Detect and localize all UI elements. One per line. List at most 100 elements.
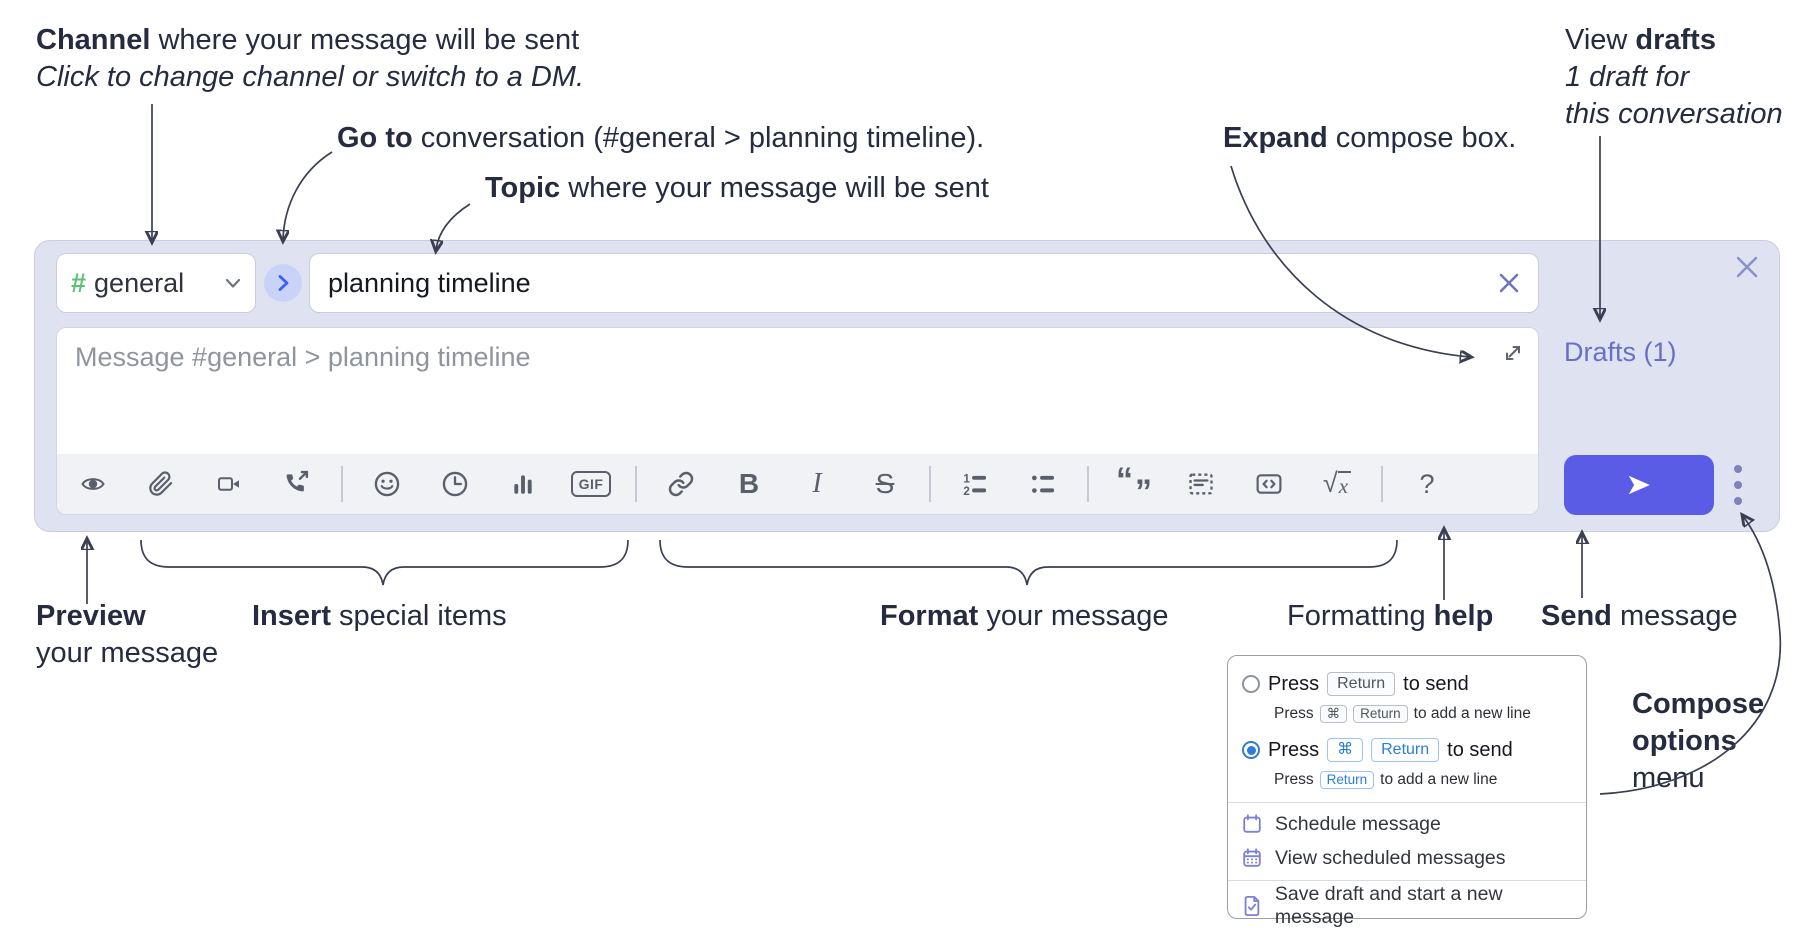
toolbar-divider	[1381, 466, 1383, 502]
new-line-label: to add a new line	[1380, 771, 1498, 788]
goto-note-rest: conversation (#general > planning timeli…	[412, 122, 985, 154]
view-scheduled-messages-item[interactable]: View scheduled messages	[1228, 842, 1586, 874]
schedule-message-item[interactable]: Schedule message	[1228, 808, 1586, 840]
clear-topic-icon[interactable]	[1496, 270, 1522, 296]
strike-label: S	[875, 468, 895, 499]
svg-text:2: 2	[963, 485, 970, 498]
svg-text:1: 1	[963, 472, 970, 485]
press-label: Press	[1268, 672, 1320, 695]
preview-note-bold: Preview	[36, 600, 146, 632]
to-send-label: to send	[1447, 738, 1513, 761]
drafts-note-line2: 1 draft for	[1565, 61, 1690, 93]
menu-item-label: View scheduled messages	[1275, 846, 1506, 869]
channel-selector[interactable]: # general	[56, 253, 256, 313]
option-return-to-send[interactable]: Press Return to send	[1228, 670, 1586, 698]
drafts-link[interactable]: Drafts (1)	[1564, 337, 1677, 367]
goto-note-bold: Go to	[337, 122, 413, 154]
spoiler-icon[interactable]	[1167, 454, 1235, 514]
bold-label: B	[738, 468, 760, 499]
topic-input[interactable]	[326, 266, 1496, 300]
time-icon[interactable]	[421, 454, 489, 514]
return-key: Return	[1327, 672, 1396, 696]
poll-icon[interactable]	[489, 454, 557, 514]
expand-note-rest: compose box.	[1327, 122, 1517, 154]
strikethrough-icon[interactable]: S	[851, 454, 919, 514]
compose-options-button[interactable]	[1723, 455, 1753, 515]
compose-options-note: Compose options menu	[1632, 686, 1764, 797]
expand-icon[interactable]	[1500, 340, 1526, 366]
channel-note-bold: Channel	[36, 24, 151, 56]
calendar-icon	[1243, 814, 1261, 833]
help-note-bold: help	[1433, 600, 1494, 632]
option-cmd-return-to-send[interactable]: Press ⌘ Return to send	[1228, 736, 1586, 764]
video-call-icon[interactable]	[195, 454, 263, 514]
option-cmd-return-subtext: Press Return to add a new line	[1228, 769, 1586, 791]
goto-conversation-button[interactable]	[264, 264, 302, 302]
help-label: ?	[1419, 468, 1435, 499]
insert-brace	[140, 539, 629, 586]
radio-unselected-icon[interactable]	[1242, 675, 1260, 693]
preview-note: Preview your message	[36, 598, 218, 672]
close-icon[interactable]	[1733, 253, 1761, 281]
topic-note: Topic where your message will be sent	[485, 170, 989, 207]
return-key: Return	[1319, 770, 1375, 790]
help-note-pre: Formatting	[1287, 600, 1434, 632]
bold-icon[interactable]: B	[715, 454, 783, 514]
press-label: Press	[1274, 705, 1314, 722]
italic-label: I	[812, 468, 822, 499]
return-key: Return	[1371, 738, 1440, 762]
help-icon[interactable]: ?	[1393, 454, 1461, 514]
send-button[interactable]	[1564, 455, 1714, 515]
new-line-label: to add a new line	[1413, 705, 1531, 722]
compose-options-note-l3: menu	[1632, 762, 1705, 794]
option-return-subtext: Press ⌘ Return to add a new line	[1228, 703, 1586, 725]
gif-icon[interactable]: GIF	[557, 454, 625, 514]
send-note: Send message	[1541, 598, 1738, 635]
drafts-note-pre: View	[1565, 24, 1636, 56]
radio-selected-icon[interactable]	[1242, 741, 1260, 759]
bulleted-list-icon[interactable]	[1009, 454, 1077, 514]
drafts-note-bold: drafts	[1635, 24, 1716, 56]
code-icon[interactable]	[1235, 454, 1303, 514]
topic-note-bold: Topic	[485, 172, 561, 204]
hash-icon: #	[71, 267, 87, 298]
draft-check-icon	[1244, 895, 1260, 917]
audio-call-icon[interactable]	[263, 454, 331, 514]
toolbar-divider	[1087, 466, 1089, 502]
help-note: Formatting help	[1287, 598, 1493, 635]
goto-arrow-icon	[278, 275, 289, 291]
preview-eye-icon[interactable]	[59, 454, 127, 514]
return-key: Return	[1353, 704, 1408, 724]
to-send-label: to send	[1403, 672, 1469, 695]
sqrt-glyph: √	[1322, 467, 1338, 498]
calendar-grid-icon	[1243, 848, 1261, 867]
kebab-menu-icon	[1734, 465, 1742, 505]
topic-note-rest: where your message will be sent	[560, 172, 989, 204]
insert-note-bold: Insert	[252, 600, 331, 632]
save-draft-item[interactable]: Save draft and start a new message	[1228, 883, 1586, 928]
expand-note-bold: Expand	[1223, 122, 1328, 154]
popup-divider	[1228, 880, 1586, 881]
compose-box: # general	[34, 240, 1780, 532]
drafts-note: View drafts 1 draft for this conversatio…	[1565, 22, 1783, 133]
toolbar-divider	[929, 466, 931, 502]
drafts-note-line3: this conversation	[1565, 98, 1783, 130]
math-icon[interactable]: √x	[1303, 454, 1371, 514]
attach-icon[interactable]	[127, 454, 195, 514]
cmd-key: ⌘	[1327, 738, 1364, 762]
message-input[interactable]	[73, 340, 1477, 454]
quote-icon[interactable]: “ ”	[1099, 454, 1167, 514]
toolbar-divider	[635, 466, 637, 502]
format-note-bold: Format	[880, 600, 979, 632]
link-icon[interactable]	[647, 454, 715, 514]
italic-icon[interactable]: I	[783, 454, 851, 514]
math-x-glyph: x	[1337, 470, 1352, 498]
emoji-icon[interactable]	[353, 454, 421, 514]
insert-note: Insert special items	[252, 598, 507, 635]
menu-item-label: Schedule message	[1275, 812, 1441, 835]
channel-name: general	[94, 267, 185, 298]
goto-note: Go to conversation (#general > planning …	[337, 120, 984, 157]
send-plane-icon	[1628, 475, 1650, 495]
